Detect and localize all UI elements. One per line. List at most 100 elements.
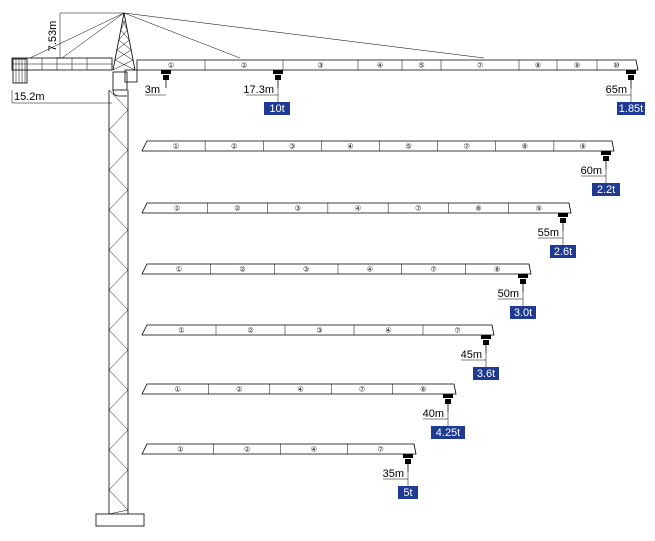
jib-outline	[141, 324, 495, 336]
mast-brace	[108, 109, 129, 131]
config-radius-label: 35m	[383, 468, 404, 480]
config-capacity-badge	[473, 367, 499, 380]
main-capacity-badge	[264, 102, 290, 115]
section-label: ⑦	[415, 205, 421, 213]
trolley-hook-icon	[626, 70, 636, 88]
cab-support	[112, 89, 127, 97]
max-capacity-label: 1.85t	[619, 103, 643, 115]
head-brace	[118, 39, 132, 51]
section-label: ③	[303, 266, 309, 274]
config-capacity-label: 4.25t	[436, 427, 460, 439]
jib-config-row: ① ② ③ ④ ⑦ 45m 3.6t	[141, 324, 499, 380]
section-label: ①	[174, 205, 180, 213]
mast-brace	[108, 169, 129, 191]
section-label: ④	[377, 62, 383, 70]
config-capacity-badge	[398, 486, 418, 499]
tower-mast	[108, 89, 129, 515]
jib-outline	[141, 383, 457, 395]
section-label: ②	[234, 206, 240, 213]
section-label: ⑩	[613, 62, 619, 70]
min-radius-label: 3m	[145, 84, 160, 96]
jib-outline	[141, 140, 615, 152]
section-label: ⑦	[464, 143, 470, 151]
mast-brace	[108, 449, 129, 471]
jib-outline	[141, 202, 572, 214]
section-label: ⑤	[405, 143, 411, 151]
section-label: ③	[289, 143, 295, 151]
section-label: ⑦	[359, 386, 365, 394]
counter-jib-length-label: 15.2m	[14, 91, 45, 103]
section-label: ②	[244, 447, 250, 454]
config-radius-label: 50m	[498, 288, 519, 300]
mast-brace	[108, 489, 129, 511]
counter-jib	[11, 57, 113, 84]
tower-head	[112, 12, 136, 71]
section-label: ②	[247, 328, 253, 335]
head-height-dimension	[56, 12, 124, 59]
section-label: ⑧	[475, 205, 481, 213]
config-radius-label: 40m	[423, 408, 444, 420]
section-label: ②	[231, 144, 237, 151]
counter-jib-dimension	[11, 90, 112, 104]
slewing-unit	[112, 71, 128, 91]
section-label: ⑧	[535, 62, 541, 70]
section-label: ⑧	[494, 266, 500, 274]
section-label: ①	[175, 386, 181, 394]
section-label: ②	[241, 63, 247, 70]
section-label: ⑨	[580, 144, 586, 151]
head-brace	[116, 49, 134, 61]
config-capacity-label: 3.6t	[477, 368, 495, 380]
section-label: ①	[176, 266, 182, 274]
section-label: ①	[173, 143, 179, 151]
config-radius-label: 60m	[581, 165, 602, 177]
section-label: ⑦	[454, 327, 460, 335]
tower-base	[95, 513, 145, 527]
config-capacity-label: 3.0t	[514, 307, 532, 319]
trolley-hook-icon	[601, 151, 611, 169]
trolley-hook-icon	[273, 70, 283, 88]
section-label: ②	[236, 387, 242, 394]
section-label: ①	[178, 327, 184, 335]
config-radius-label: 45m	[461, 349, 482, 361]
mast-brace	[108, 349, 129, 371]
section-label: ⑨	[574, 63, 580, 70]
mast-brace	[108, 129, 129, 151]
main-jib	[136, 59, 639, 71]
section-label: ④	[367, 266, 373, 274]
head-brace	[112, 59, 134, 71]
trolley-hook-icon	[403, 454, 413, 472]
trolleys	[161, 70, 636, 102]
section-label: ④	[385, 327, 391, 335]
jib-outline	[141, 443, 417, 455]
head-brace	[114, 59, 136, 71]
mast-brace	[108, 189, 129, 211]
section-label: ③	[316, 327, 322, 335]
mast-brace	[108, 249, 129, 271]
mast-brace	[108, 369, 129, 391]
tie-bars	[29, 12, 485, 59]
head-height-label: 7.53m	[47, 21, 59, 52]
mast-brace	[108, 289, 129, 311]
section-label: ⑨	[536, 206, 542, 213]
head-brace	[116, 39, 130, 51]
config-capacity-badge	[510, 306, 536, 319]
section-label: ⑧	[522, 143, 528, 151]
section-label: ③	[295, 205, 301, 213]
section-label: ⑦	[377, 446, 383, 454]
section-label: ④	[311, 446, 317, 454]
main-capacity-label: 10t	[269, 103, 284, 115]
section-label: ④	[355, 205, 361, 213]
max-radius-label: 65m	[606, 84, 627, 96]
section-label: ⑤	[418, 62, 424, 70]
counterweight	[12, 58, 28, 84]
trolley-hook-icon	[558, 213, 568, 231]
section-label: ⑧	[420, 386, 426, 394]
trolley-hook-icon	[161, 70, 171, 88]
